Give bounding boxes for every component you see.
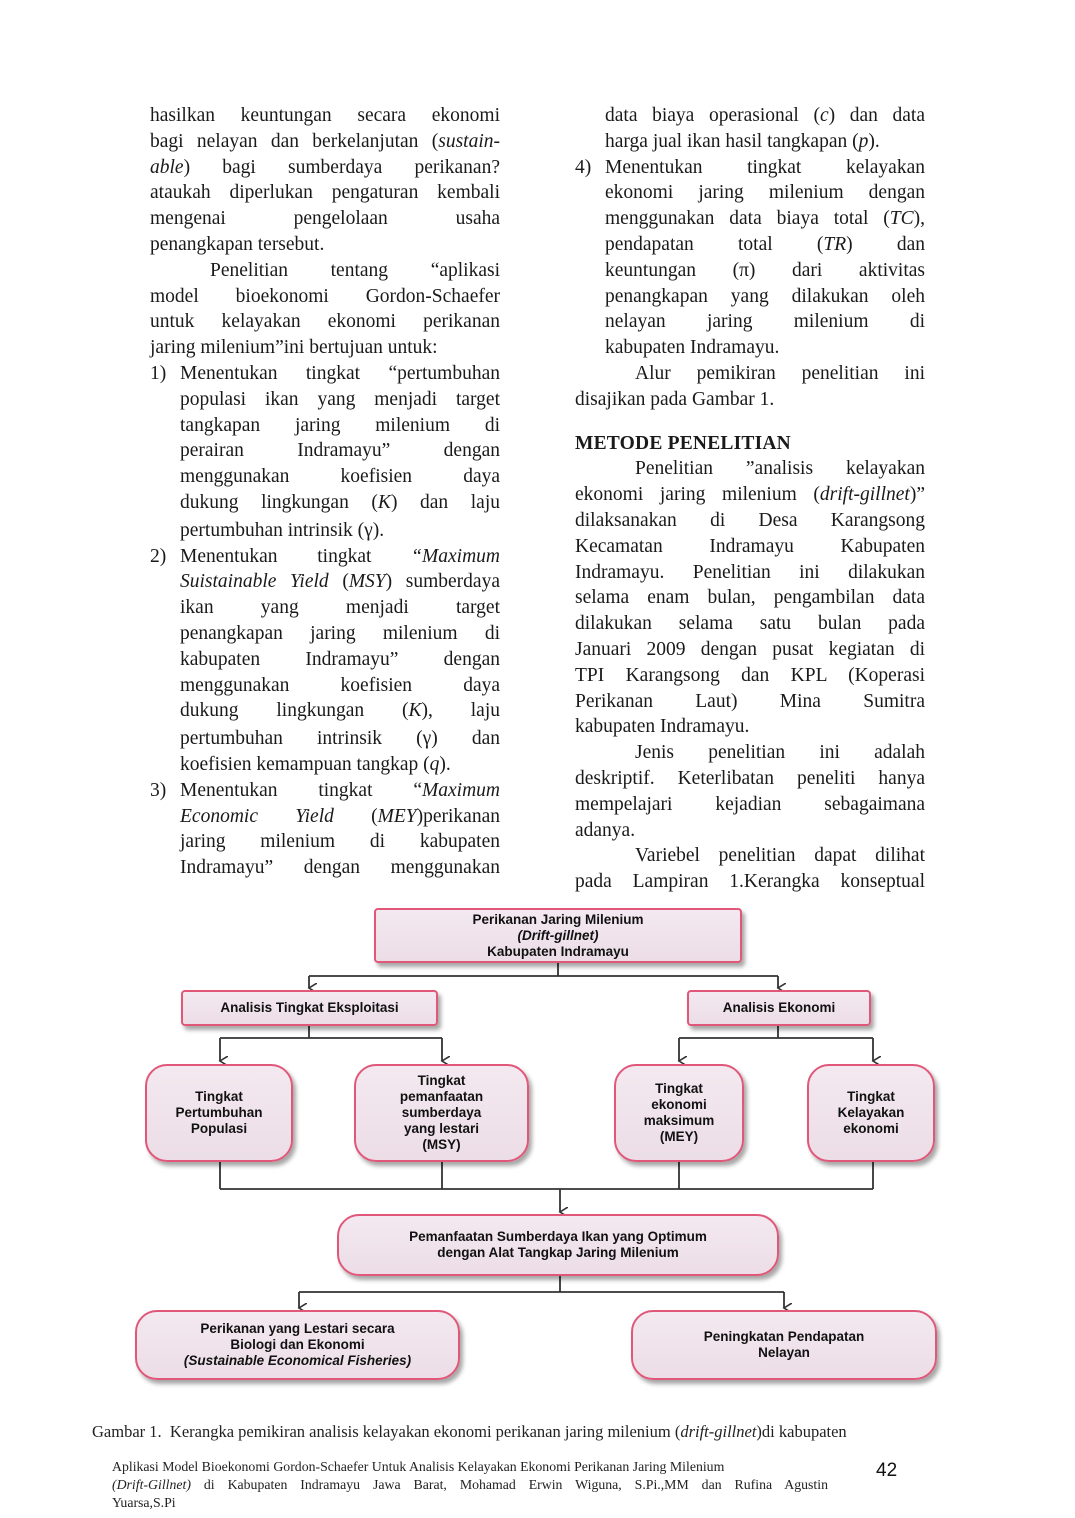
text-line: hasilkan keuntungan secara ekonomi <box>150 105 500 126</box>
footer-line: Yuarsa,S.Pi <box>112 1495 176 1510</box>
right-branch-box: Analisis Ekonomi <box>687 990 871 1026</box>
list-number: 4) <box>575 156 592 178</box>
text-line: model bioekonomi Gordon-Schaefer <box>150 285 500 307</box>
text-line: Penelitian tentang “aplikasi <box>210 259 500 281</box>
text-line: penangkapan tersebut. <box>150 233 325 255</box>
text-line: disajikan pada Gambar 1. <box>575 388 775 410</box>
figure-caption: Gambar 1. Kerangka pemikiran analisis ke… <box>92 1422 847 1441</box>
diagram-connectors <box>128 963 944 1394</box>
page-footer: Aplikasi Model Bioekonomi Gordon-Schaefe… <box>112 1458 828 1512</box>
list-number: 3) <box>150 779 167 801</box>
list-number: 1) <box>150 362 167 384</box>
top-box: Perikanan Jaring Milenium (Drift-gillnet… <box>374 908 742 963</box>
section-heading: METODE PENELITIAN <box>575 432 791 454</box>
left-column: hasilkan keuntungan secara ekonomi bagi … <box>150 103 500 881</box>
list-item: 1) Menentukan tingkat “pertumbuhan popul… <box>150 362 501 541</box>
footer-line: Aplikasi Model Bioekonomi Gordon-Schaefe… <box>112 1459 725 1474</box>
list-number: 2) <box>150 545 167 567</box>
text-line: mengenai pengelolaan usaha <box>150 208 500 230</box>
list-item: 2) Menentukan tingkat “Maximum Suistaina… <box>150 545 501 775</box>
text-line: Alur pemikiran penelitian ini <box>635 362 925 384</box>
framework-diagram: Perikanan Jaring Milenium (Drift-gillnet… <box>128 906 944 1394</box>
text-line: able) bagi sumberdaya perikanan? <box>150 156 500 178</box>
page-number: 42 <box>876 1460 898 1481</box>
left-branch-box: Analisis Tingkat Eksploitasi <box>181 990 438 1026</box>
list-item: 4) Menentukan tingkat kelayakan ekonomi … <box>575 156 925 359</box>
optimum-box: Pemanfaatan Sumberdaya Ikan yang Optimum… <box>337 1214 779 1276</box>
text-line: untuk kelayakan ekonomi perikanan <box>150 311 500 333</box>
right-column: data biaya operasional (c) dan data harg… <box>575 105 925 893</box>
text-line: bagi nelayan dan berkelanjutan (sustain- <box>150 130 500 152</box>
text-line: ataukah diperlukan pengaturan kembali <box>150 182 500 204</box>
footer-line: (Drift-Gillnet) di Kabupaten Indramayu J… <box>112 1477 828 1492</box>
list-item: 3) Menentukan tingkat “Maximum Economic … <box>150 779 500 879</box>
text-line: jaring milenium”ini bertujuan untuk: <box>150 337 438 359</box>
